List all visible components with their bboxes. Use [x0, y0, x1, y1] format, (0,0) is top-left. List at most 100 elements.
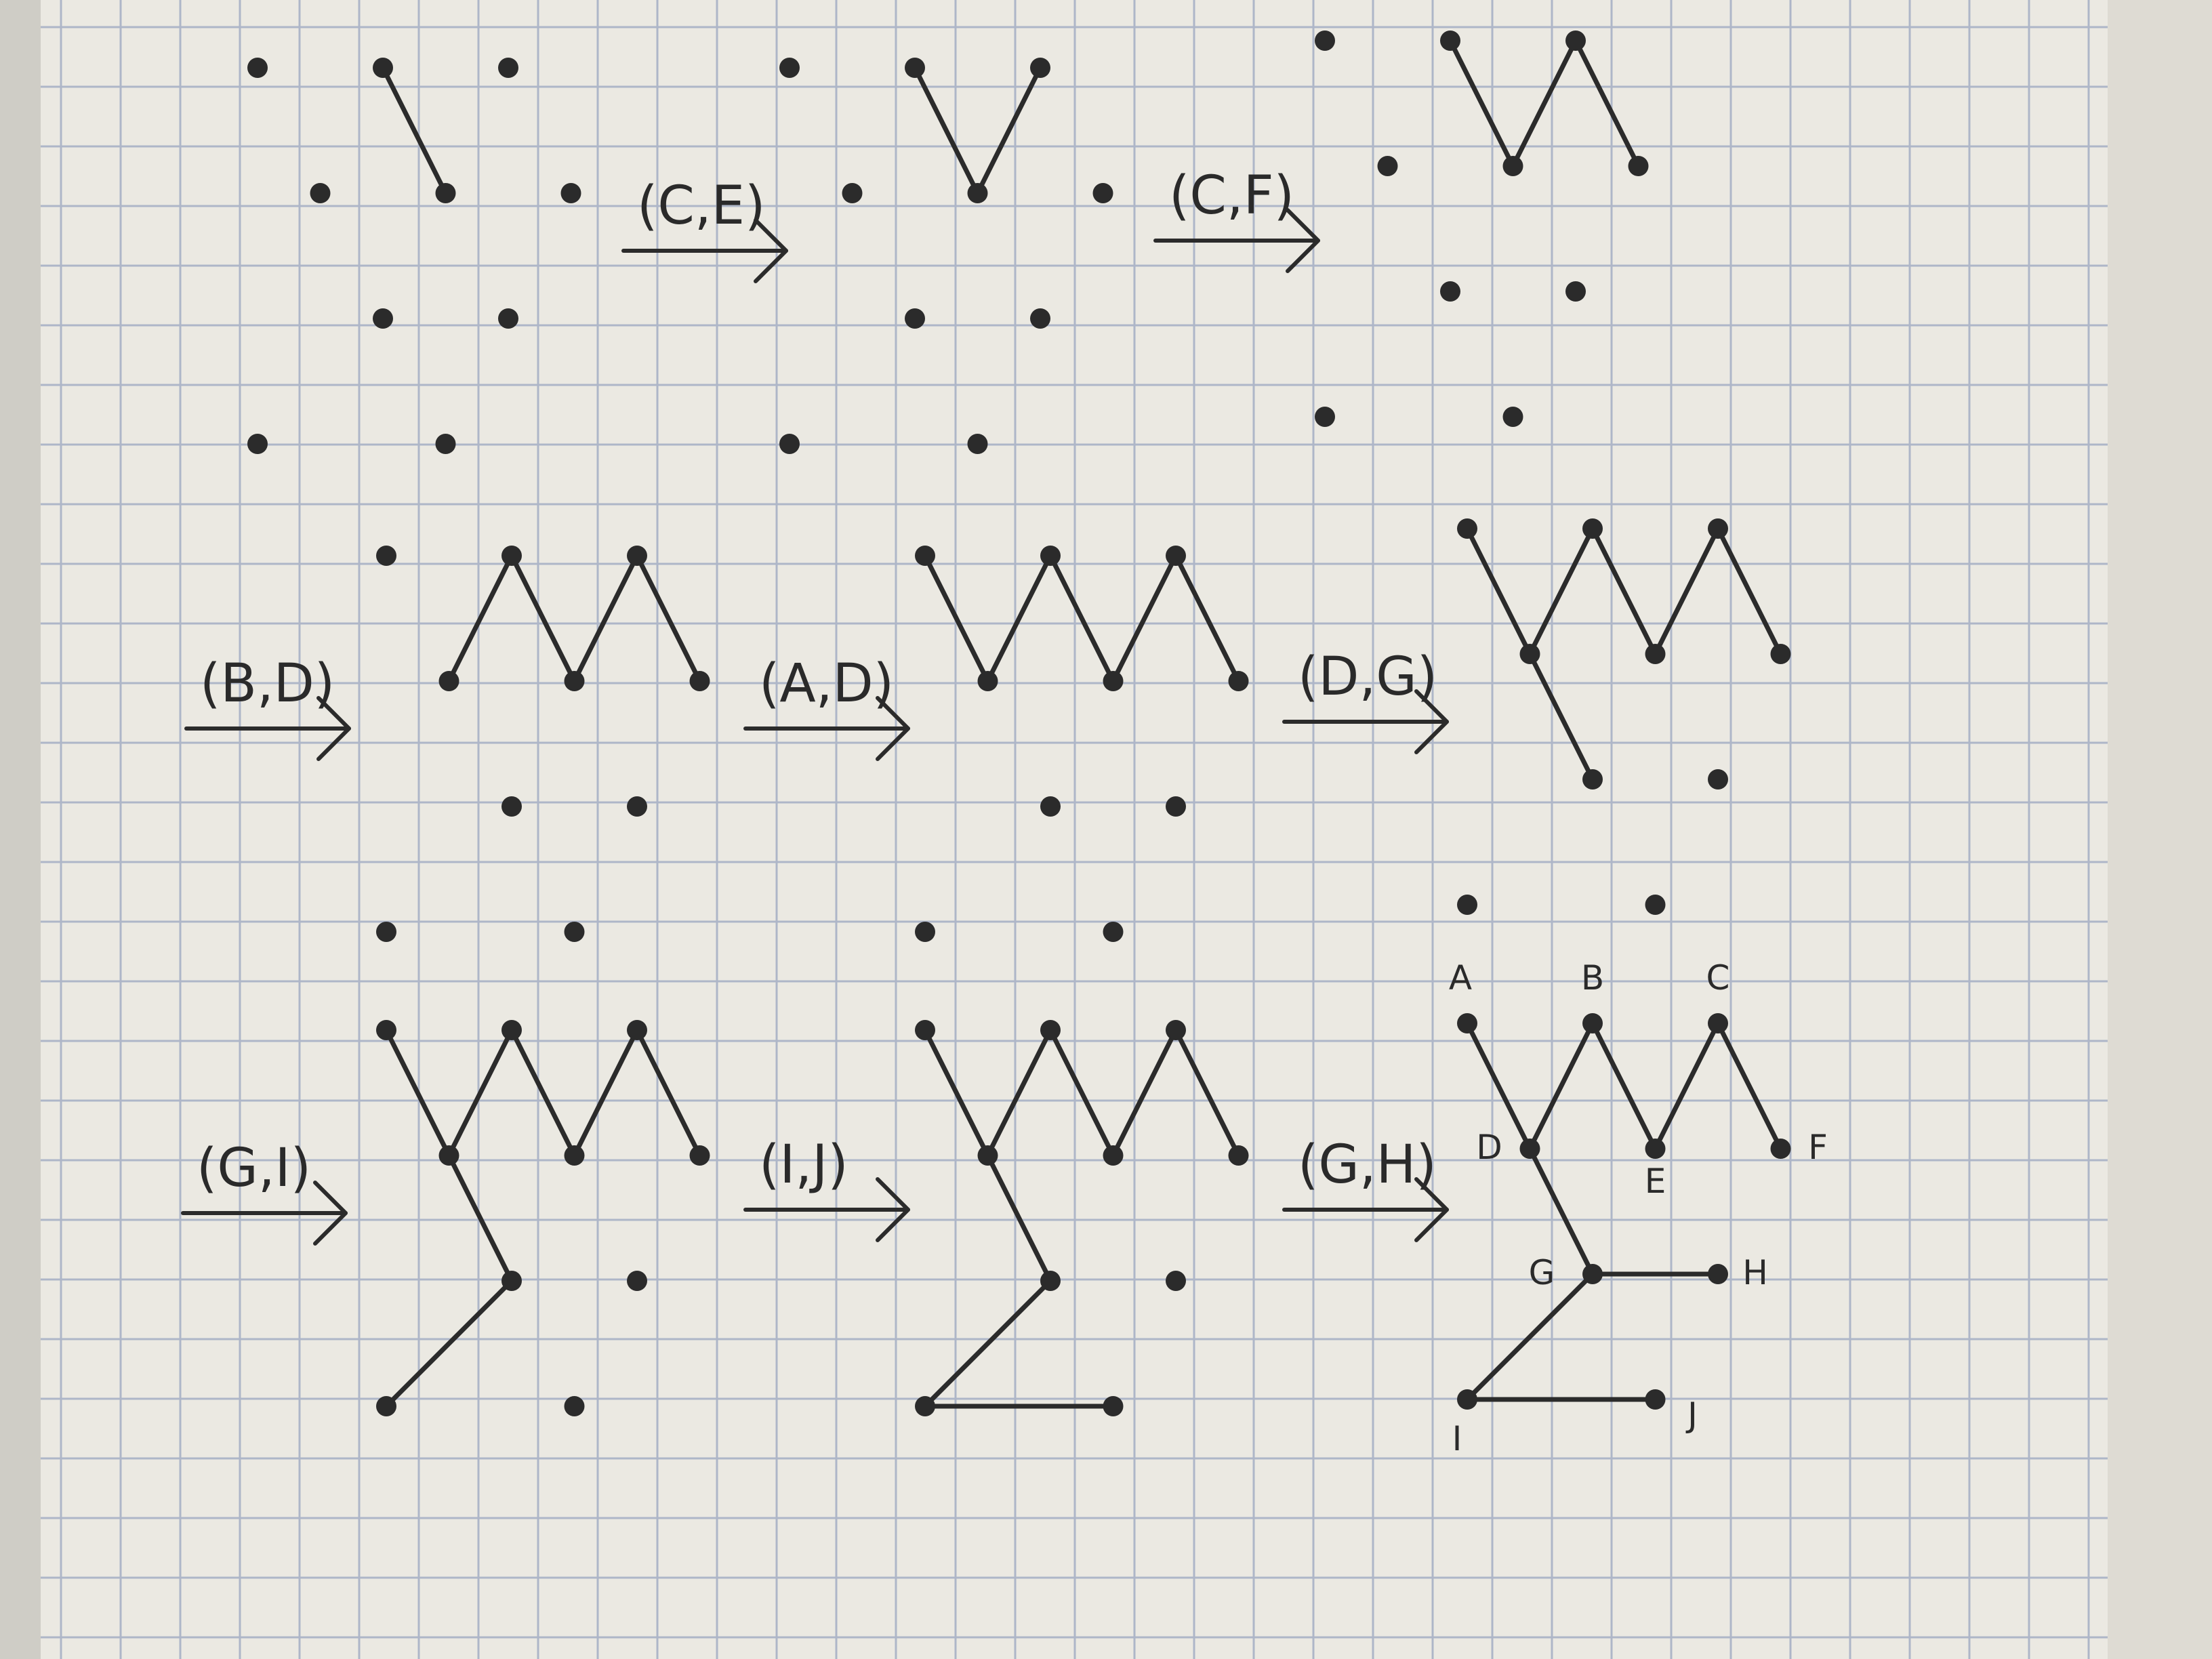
arrow-head — [313, 1181, 348, 1246]
node-label-B: B — [1581, 958, 1604, 998]
arrow-head — [876, 696, 910, 761]
node-I — [915, 1396, 935, 1416]
node-C — [1166, 1020, 1186, 1040]
node-label-C: C — [1706, 958, 1730, 998]
node-F — [1770, 644, 1791, 664]
node-I — [376, 922, 396, 942]
node-J — [1645, 1389, 1666, 1410]
node-B — [905, 58, 925, 78]
node-label-D: D — [1476, 1128, 1502, 1167]
edge-A-D — [1465, 1021, 1532, 1151]
next-page-edge — [2108, 0, 2212, 1659]
edge-C-F — [634, 1027, 702, 1158]
edge-B-E — [1590, 526, 1658, 657]
edge-A-D — [922, 1027, 990, 1158]
node-E — [1502, 156, 1523, 176]
arrow-head — [876, 1177, 910, 1242]
edge-label: (I,J) — [759, 1134, 848, 1195]
node-A — [915, 546, 935, 566]
edge-C-E — [1511, 38, 1578, 169]
edge-B-D — [447, 1027, 514, 1158]
edge-C-E — [1653, 1021, 1721, 1151]
edge-B-E — [912, 65, 980, 196]
node-label-J: J — [1685, 1395, 1698, 1435]
node-D — [1519, 1139, 1540, 1159]
node-label-E: E — [1645, 1162, 1666, 1201]
edge-A-D — [384, 1027, 451, 1158]
node-A — [376, 1020, 396, 1040]
node-H — [627, 796, 647, 817]
node-G — [373, 308, 393, 329]
node-H — [627, 1271, 647, 1291]
node-F — [1092, 183, 1113, 203]
node-E — [435, 183, 456, 203]
graph-step-6 — [1457, 518, 1791, 915]
edge-B-E — [380, 65, 448, 196]
node-I — [779, 434, 800, 454]
node-E — [1103, 1145, 1124, 1166]
edge-B-D — [1528, 526, 1595, 657]
edge-B-E — [1448, 38, 1515, 169]
node-G — [1040, 1271, 1061, 1291]
grid-lines — [41, 0, 2108, 1659]
step-arrow-8: (G,H) — [1282, 1134, 1449, 1242]
node-label-G: G — [1529, 1253, 1555, 1292]
edge-C-E — [975, 65, 1043, 196]
node-label-H: H — [1742, 1253, 1768, 1292]
node-C — [1708, 518, 1728, 539]
edge-C-F — [1715, 1021, 1783, 1151]
edge-C-E — [572, 1027, 640, 1158]
node-I — [247, 434, 268, 454]
node-G — [1582, 1264, 1603, 1284]
node-D — [842, 183, 863, 203]
step-arrow-5: (D,G) — [1282, 647, 1449, 754]
node-A — [1457, 1013, 1477, 1033]
edge-C-E — [1111, 1027, 1179, 1158]
node-C — [1708, 1013, 1728, 1033]
edge-B-D — [1528, 1021, 1595, 1151]
node-E — [967, 183, 988, 203]
edge-C-F — [1573, 38, 1641, 169]
edge-label: (D,G) — [1298, 647, 1437, 708]
node-B — [373, 58, 393, 78]
node-A — [1315, 30, 1335, 51]
edge-label: (G,I) — [197, 1138, 311, 1199]
arrow-head — [1414, 689, 1449, 754]
node-J — [1103, 1396, 1124, 1416]
edge-A-D — [922, 553, 990, 684]
node-B — [1040, 1020, 1061, 1040]
step-arrow-2: (C,F) — [1153, 165, 1320, 273]
node-B — [501, 1020, 522, 1040]
node-F — [1228, 671, 1249, 691]
node-D — [1519, 644, 1540, 664]
node-J — [967, 434, 988, 454]
edge-B-E — [1590, 1021, 1658, 1151]
edge-C-E — [1111, 553, 1179, 684]
node-C — [627, 1020, 647, 1040]
edge-C-F — [634, 553, 702, 684]
edge-G-I — [1465, 1271, 1595, 1402]
node-F — [689, 1145, 710, 1166]
node-I — [1315, 407, 1335, 427]
node-label-A: A — [1449, 958, 1472, 998]
arrow-head — [1414, 1177, 1449, 1242]
step-arrow-6: (G,I) — [181, 1138, 348, 1246]
node-H — [1166, 796, 1186, 817]
node-J — [564, 1396, 585, 1416]
edge-C-F — [1173, 553, 1241, 684]
node-A — [779, 58, 800, 78]
arrow-head — [754, 218, 788, 283]
node-B — [1440, 30, 1460, 51]
step-arrow-3: (B,D) — [184, 653, 351, 761]
edge-label: (C,E) — [637, 176, 765, 237]
node-C — [627, 546, 647, 566]
node-G — [905, 308, 925, 329]
edge-label: (A,D) — [759, 653, 894, 714]
graph-step-1 — [247, 58, 581, 454]
edge-G-I — [384, 1278, 514, 1409]
node-E — [564, 1145, 585, 1166]
node-F — [560, 183, 581, 203]
